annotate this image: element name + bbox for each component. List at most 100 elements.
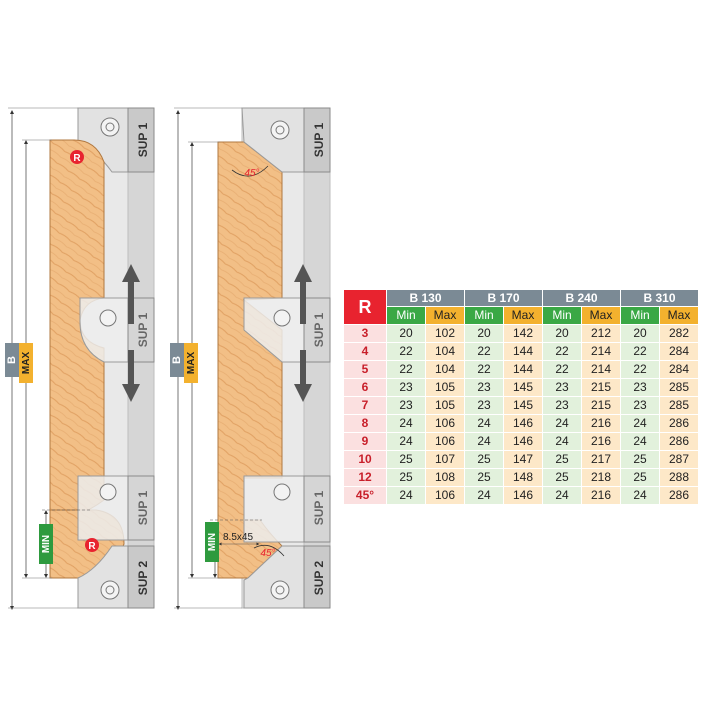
table-group-header: B 310	[620, 289, 699, 307]
right-sup-top: SUP 1	[312, 122, 326, 157]
left-sup-top: SUP 1	[136, 122, 150, 157]
screw-icon	[100, 117, 120, 137]
table-max-value: 216	[581, 432, 621, 451]
table-max-value: 108	[425, 468, 465, 487]
table-max-value: 105	[425, 396, 465, 415]
left-move-arrows	[122, 264, 140, 402]
table-min-value: 24	[620, 486, 660, 505]
right-min-label: MIN	[207, 533, 218, 551]
left-top-clamp	[77, 107, 155, 173]
table-max-value: 144	[503, 360, 543, 379]
right-move-arrows	[294, 264, 312, 402]
table-max-value: 107	[425, 450, 465, 469]
table-r-value: 7	[343, 396, 387, 415]
table-max-value: 218	[581, 468, 621, 487]
table-min-value: 25	[464, 450, 504, 469]
table-max-value: 148	[503, 468, 543, 487]
table-max-value: 215	[581, 396, 621, 415]
table-r-value: 12	[343, 468, 387, 487]
right-chamfer-label: 8.5x45	[223, 532, 253, 543]
table-min-value: 24	[464, 432, 504, 451]
table-r-value: 4	[343, 342, 387, 361]
right-sup-bottom: SUP 2	[312, 560, 326, 595]
left-sup-bottom: SUP 2	[136, 560, 150, 595]
table-min-value: 25	[464, 468, 504, 487]
table-max-value: 284	[659, 342, 699, 361]
max-header: Max	[581, 306, 621, 325]
right-low-clamp	[243, 475, 331, 543]
table-min-value: 22	[542, 342, 582, 361]
table-min-value: 24	[386, 414, 426, 433]
table-max-value: 217	[581, 450, 621, 469]
table-max-value: 106	[425, 486, 465, 505]
table-min-value: 22	[542, 360, 582, 379]
screw-icon	[99, 483, 117, 501]
right-sup-mid: SUP 1	[312, 312, 326, 347]
table-r-header: R	[343, 289, 387, 325]
table-min-value: 25	[542, 468, 582, 487]
table-min-value: 22	[386, 360, 426, 379]
table-min-value: 23	[542, 378, 582, 397]
screw-icon	[273, 309, 291, 327]
max-header: Max	[659, 306, 699, 325]
min-header: Min	[386, 306, 426, 325]
table-max-value: 215	[581, 378, 621, 397]
table-max-value: 286	[659, 414, 699, 433]
right-angle-top: 45°	[244, 168, 259, 179]
screw-icon	[99, 309, 117, 327]
table-r-value: 10	[343, 450, 387, 469]
table-r-value: 5	[343, 360, 387, 379]
table-r-value: 6	[343, 378, 387, 397]
table-min-value: 22	[386, 342, 426, 361]
left-low-clamp	[77, 475, 155, 541]
table-min-value: 25	[386, 468, 426, 487]
right-max-label: MAX	[186, 352, 197, 375]
table-min-value: 20	[386, 324, 426, 343]
table-min-value: 24	[386, 432, 426, 451]
table-max-value: 212	[581, 324, 621, 343]
table-min-value: 25	[620, 450, 660, 469]
r-badge-icon	[70, 150, 84, 164]
table-group-header: B 170	[464, 289, 543, 307]
table-max-value: 105	[425, 378, 465, 397]
table-max-value: 282	[659, 324, 699, 343]
table-max-value: 288	[659, 468, 699, 487]
table-max-value: 145	[503, 378, 543, 397]
table-minmax-row: Min Max Min Max Min Max Min Max	[344, 306, 699, 325]
screw-icon	[273, 483, 291, 501]
min-header: Min	[542, 306, 582, 325]
min-header: Min	[620, 306, 660, 325]
left-sup-mid: SUP 1	[136, 312, 150, 347]
left-panel: R R B MAX MIN SUP 1 SUP 1 SUP 1 SUP 2	[5, 107, 155, 610]
r-badge-icon	[85, 538, 99, 552]
max-header: Max	[503, 306, 543, 325]
right-panel: 45° 45° 8.5x45 B MAX MIN SUP 1 SUP 1 SUP…	[170, 107, 331, 610]
table-max-value: 146	[503, 414, 543, 433]
table-min-value: 20	[542, 324, 582, 343]
table-min-value: 24	[386, 486, 426, 505]
right-bottom-clamp	[243, 545, 331, 609]
table-min-value: 22	[620, 342, 660, 361]
left-max-label: MAX	[21, 352, 32, 375]
table-max-value: 144	[503, 342, 543, 361]
table-max-value: 104	[425, 342, 465, 361]
left-sup-low: SUP 1	[136, 490, 150, 525]
table-min-value: 25	[386, 450, 426, 469]
table-min-value: 23	[464, 396, 504, 415]
min-header: Min	[464, 306, 504, 325]
table-min-value: 24	[464, 414, 504, 433]
table-r-value: 8	[343, 414, 387, 433]
left-mid-clamp	[79, 297, 155, 363]
table-max-value: 147	[503, 450, 543, 469]
table-r-value: 45°	[343, 486, 387, 505]
table-max-value: 214	[581, 342, 621, 361]
